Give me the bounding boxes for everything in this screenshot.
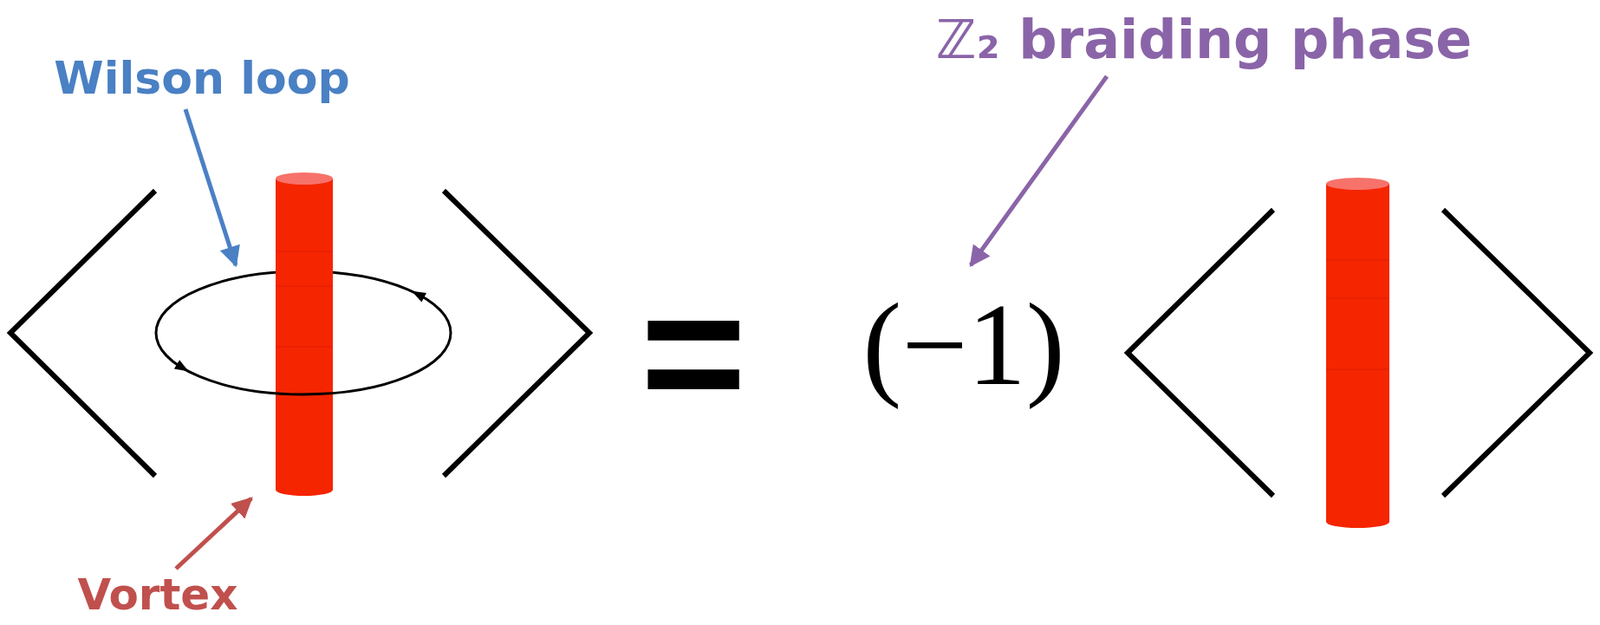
angle-bracket (443, 190, 590, 476)
vortex-cylinder (1326, 515, 1390, 528)
angle-bracket (1127, 209, 1274, 496)
angle-bracket (10, 190, 156, 476)
vortex-segment (1326, 298, 1390, 300)
vortex-cylinder (275, 178, 333, 490)
leader-arrow (175, 498, 252, 569)
vortex-top (1326, 177, 1390, 190)
vortex-segment (275, 286, 333, 287)
phase-value: (−1) (862, 286, 1066, 404)
equals-sign: = (640, 261, 748, 444)
vortex-segment (1326, 260, 1390, 261)
vortex-segment (1326, 369, 1390, 371)
braiding-phase-label: ℤ₂ braiding phase (936, 13, 1473, 67)
vortex-segment (275, 251, 333, 253)
loop-arrowhead (174, 359, 189, 371)
vortex-top (275, 172, 333, 185)
loop-arrowhead (411, 291, 427, 303)
vortex-cylinder (1326, 183, 1390, 522)
angle-bracket (1443, 209, 1590, 496)
wilson-loop (156, 332, 451, 395)
leader-arrow (185, 109, 236, 266)
vortex-cylinder (275, 483, 333, 496)
leader-arrow (970, 76, 1107, 266)
wilson-loop-label: Wilson loop (53, 55, 350, 101)
vortex-label: Vortex (77, 572, 238, 617)
vortex-segment (275, 346, 333, 348)
